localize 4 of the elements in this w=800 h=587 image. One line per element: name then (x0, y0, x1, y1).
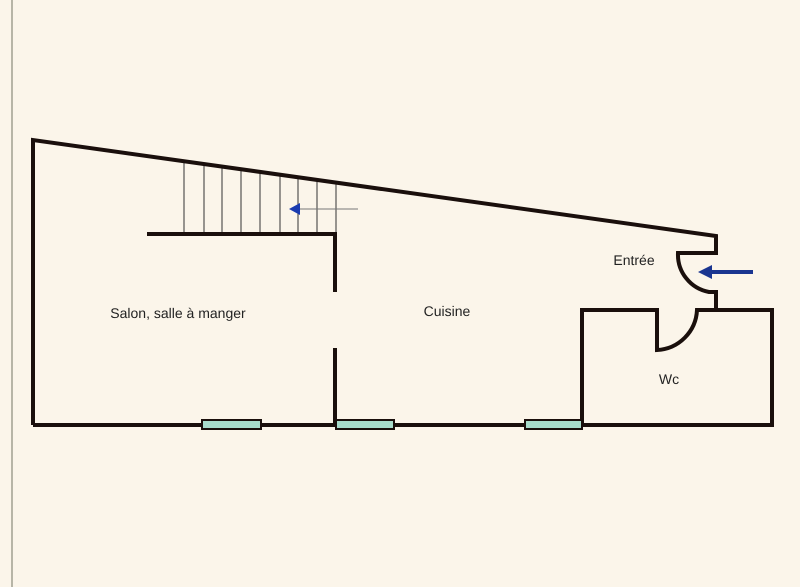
room-label: Entrée (613, 252, 655, 268)
room-label: Salon, salle à manger (110, 305, 246, 321)
room-label: Wc (658, 371, 680, 387)
room-label: Cuisine (424, 303, 470, 319)
